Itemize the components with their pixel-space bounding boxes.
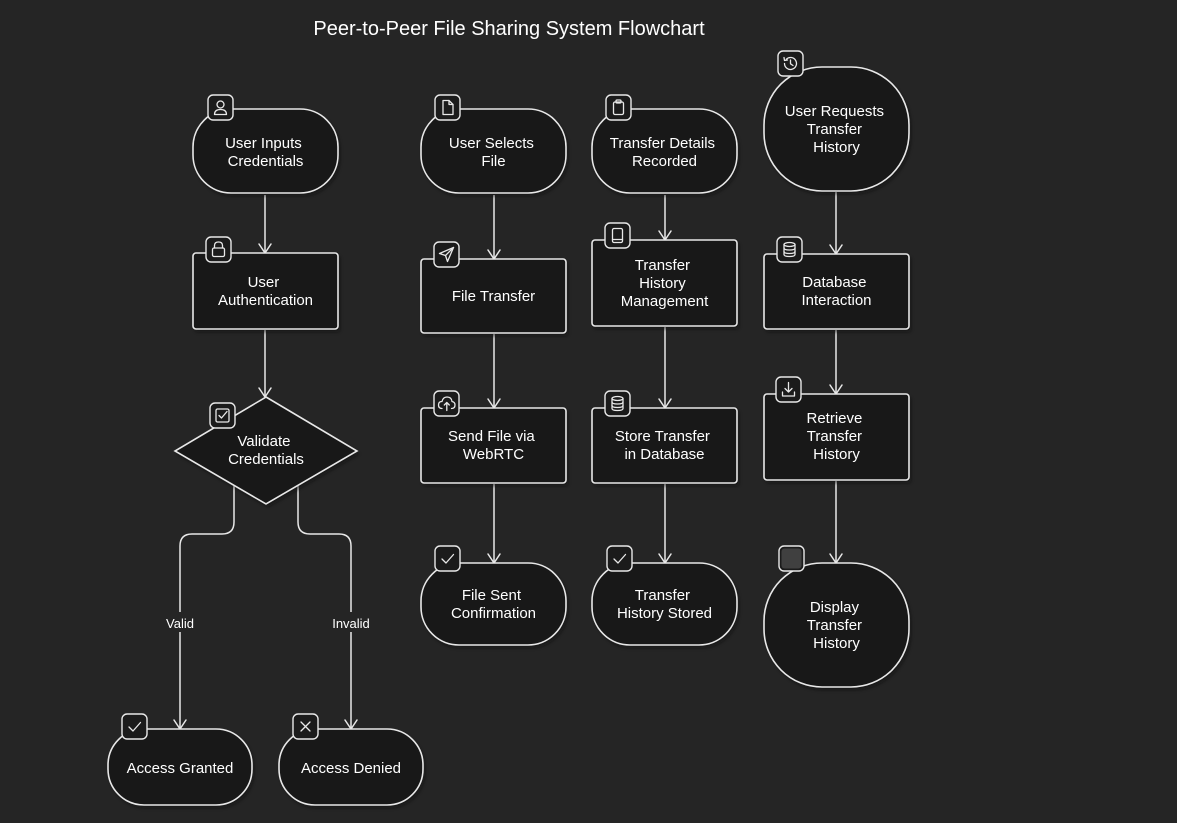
svg-text:Display Transfer H: Display Transfer History [807,599,866,652]
node-user-authentication[interactable]: User Authentication [192,252,339,330]
node-send-file-webrtc-line1: Send File via [448,428,535,445]
node-access-denied-label: Access Denied [301,760,401,777]
node-file-transfer[interactable]: File Transfer [420,258,567,334]
edges [173,192,843,730]
node-transfer-details-recorded[interactable]: Transfer Details Recorded [591,108,738,194]
node-transfer-history-stored-line1: Transfer [635,587,690,604]
node-validate-credentials-line1: Validate [237,433,290,450]
edge-label-valid-text: Valid [166,616,194,631]
node-display-transfer-history-line2: Transfer [807,617,862,634]
node-validate-credentials-line2: Credentials [228,451,304,468]
node-transfer-history-management-line2: History [639,275,686,292]
node-user-inputs-credentials-line2: Credentials [228,153,304,170]
svg-text:File Sent Confirmation: File Sent Confirmation [451,587,536,622]
node-retrieve-transfer-history-line1: Retrieve [806,410,862,427]
node-display-transfer-history-line3: History [813,635,860,652]
node-file-sent-confirmation[interactable]: File Sent Confirmation [420,562,567,646]
svg-text:Transfer History M: Transfer History Management [621,257,709,310]
node-user-authentication-line1: User [248,274,280,291]
node-transfer-details-recorded-line2: Recorded [632,153,697,170]
node-store-transfer-database-line1: Store Transfer [615,428,710,445]
lock-icon [205,236,232,263]
node-access-granted-label: Access Granted [127,760,234,777]
node-user-selects-file-line2: File [481,153,505,170]
history-icon [777,50,804,77]
node-database-interaction-line2: Interaction [801,292,871,309]
node-transfer-history-management-line3: Management [621,293,709,310]
edge-validate-valid [179,486,235,728]
checkbox-icon [209,402,236,429]
svg-text:Transfer Details Recorde: Transfer Details Recorded [610,135,719,170]
node-user-requests-history-line2: Transfer [807,121,862,138]
download-icon [775,376,802,403]
svg-text:Send File via WebRTC: Send File via WebRTC [448,428,539,463]
edge-label-invalid-text: Invalid [332,616,370,631]
svg-text:User Selects File: User Selects File [449,135,538,170]
square-icon [778,545,805,572]
file-icon [434,94,461,121]
node-user-authentication-line2: Authentication [218,292,313,309]
diagram-title: Peer-to-Peer File Sharing System Flowcha… [313,18,705,40]
node-user-requests-history-line3: History [813,139,860,156]
clipboard-icon [605,94,632,121]
edge-label-valid: Valid [160,612,200,632]
node-retrieve-transfer-history-line3: History [813,446,860,463]
node-retrieve-transfer-history-line2: Transfer [807,428,862,445]
node-user-requests-history-line1: User Requests [785,103,884,120]
svg-text:Database Interaction: Database Interaction [801,274,871,309]
node-display-transfer-history[interactable]: Display Transfer History [763,562,910,688]
node-store-transfer-database-line2: in Database [624,446,704,463]
user-icon [207,94,234,121]
node-display-transfer-history-line1: Display [810,599,860,616]
node-access-denied[interactable]: Access Denied [278,728,424,806]
node-transfer-details-recorded-line1: Transfer Details [610,135,715,152]
node-transfer-history-management[interactable]: Transfer History Management [591,239,738,327]
node-file-transfer-label: File Transfer [452,288,535,305]
node-user-requests-history[interactable]: User Requests Transfer History [763,66,910,192]
node-store-transfer-database[interactable]: Store Transfer in Database [591,407,738,484]
node-database-interaction[interactable]: Database Interaction [763,253,910,330]
node-transfer-history-management-line1: Transfer [635,257,690,274]
node-user-selects-file[interactable]: User Selects File [420,108,567,194]
send-icon [433,241,460,268]
database-icon [604,390,631,417]
node-user-inputs-credentials-line1: User Inputs [225,135,302,152]
svg-text:Retrieve Transfer: Retrieve Transfer History [806,410,866,463]
tablet-icon [604,222,631,249]
svg-text:Transfer History Stored: Transfer History Stored [617,587,712,622]
node-send-file-webrtc[interactable]: Send File via WebRTC [420,407,567,484]
node-access-granted[interactable]: Access Granted [107,728,253,806]
node-user-selects-file-line1: User Selects [449,135,534,152]
database-icon [776,236,803,263]
svg-text:User Authentication: User Authentication [218,274,313,309]
node-database-interaction-line1: Database [802,274,866,291]
svg-text:User Requests Transfer: User Requests Transfer History [785,103,888,156]
node-transfer-history-stored-line2: History Stored [617,605,712,622]
node-transfer-history-stored[interactable]: Transfer History Stored [591,562,738,646]
svg-text:Store Transfer in Databa: Store Transfer in Database [615,428,714,463]
check-icon [121,713,148,740]
check-icon [434,545,461,572]
svg-text:Validate Credentials: Validate Credentials [228,433,304,468]
svg-text:User Inputs Credentials: User Inputs Credentials [225,135,306,170]
node-validate-credentials[interactable]: Validate Credentials [173,396,359,505]
node-file-sent-confirmation-line1: File Sent [462,587,522,604]
node-retrieve-transfer-history[interactable]: Retrieve Transfer History [763,393,910,481]
node-file-sent-confirmation-line2: Confirmation [451,605,536,622]
x-icon [292,713,319,740]
node-user-inputs-credentials[interactable]: User Inputs Credentials [192,108,339,194]
node-send-file-webrtc-line2: WebRTC [463,446,524,463]
edge-validate-invalid [297,486,352,728]
cloud-upload-icon [433,390,460,417]
check-icon [606,545,633,572]
edge-label-invalid: Invalid [328,612,374,632]
